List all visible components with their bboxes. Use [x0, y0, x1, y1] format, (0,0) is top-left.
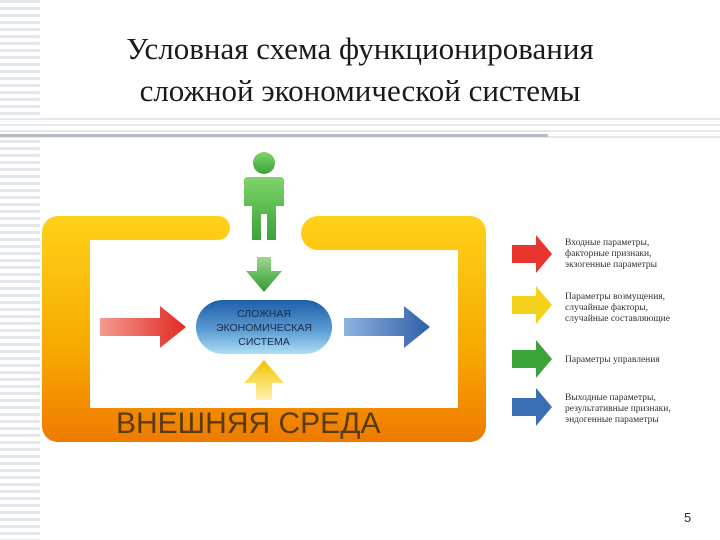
legend-text-input: Входные параметры, факторные признаки, э…: [565, 238, 658, 270]
title-divider: [0, 134, 548, 137]
input-arrow: [100, 306, 186, 348]
legend-item-disturbance: Параметры возмущения, случайные факторы,…: [508, 286, 688, 330]
legend-text-disturbance: Параметры возмущения, случайные факторы,…: [565, 292, 670, 324]
system-label-line-2: ЭКОНОМИЧЕСКАЯ: [216, 322, 312, 334]
page-number: 5: [684, 510, 692, 525]
legend-text-control: Параметры управления: [565, 355, 660, 365]
output-arrow: [344, 306, 430, 348]
legend: Входные параметры, факторные признаки, э…: [508, 232, 688, 432]
legend-item-output: Выходные параметры, результативные призн…: [508, 387, 688, 431]
environment-frame: [42, 216, 486, 442]
legend-arrow-control: [512, 340, 552, 378]
legend-arrow-output: [512, 388, 552, 426]
environment-label: ВНЕШНЯЯ СРЕДА: [116, 407, 381, 440]
legend-item-input: Входные параметры, факторные признаки, э…: [508, 232, 688, 276]
system-node: [196, 300, 332, 354]
legend-arrow-input: [512, 235, 552, 273]
system-label-line-3: СИСТЕМА: [238, 336, 290, 348]
title-line-1: Условная схема функционирования: [126, 31, 594, 66]
page-title: Условная схема функционирования сложной …: [40, 28, 680, 112]
legend-arrows: [512, 235, 552, 426]
title-line-2: сложной экономической системы: [139, 73, 581, 108]
legend-text-output: Выходные параметры, результативные призн…: [565, 393, 671, 425]
legend-item-control: Параметры управления: [508, 349, 688, 393]
control-arrow: [246, 257, 282, 292]
disturbance-arrow: [244, 360, 284, 400]
system-label-line-1: СЛОЖНАЯ: [237, 308, 291, 320]
person-icon: [244, 152, 284, 240]
decorative-stripes-left: [0, 0, 40, 540]
legend-arrow-disturbance: [512, 286, 552, 324]
